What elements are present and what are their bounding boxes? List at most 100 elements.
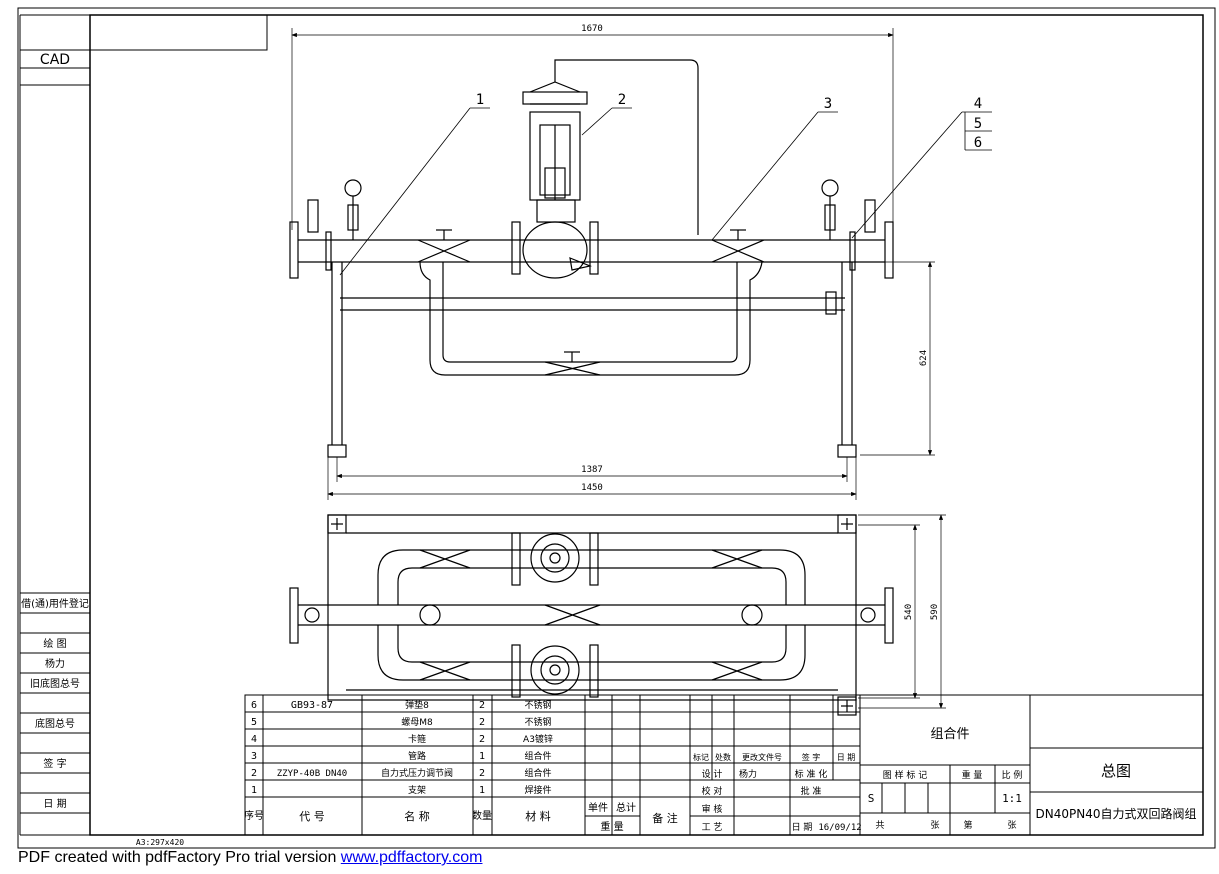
bom-header-unit: 单件	[588, 802, 608, 814]
rev-header-sign: 签 字	[802, 752, 821, 762]
check-label: 校 对	[702, 785, 723, 797]
draw-label: 绘 图	[43, 637, 66, 650]
stage-label: 图 样 标 记	[883, 769, 928, 781]
approve-label: 批 准	[801, 785, 822, 797]
bom-header-name: 名 称	[404, 809, 430, 823]
bom-row: 2 ZZYP-40B DN40 自力式压力调节阀 2 组合件	[251, 767, 552, 779]
bom-header-remark: 备 注	[652, 811, 678, 825]
designer-name: 杨力	[739, 768, 757, 780]
bom-qty: 1	[479, 785, 485, 796]
reg-label: 借(通)用件登记	[21, 597, 89, 610]
date-label: 日 期	[792, 822, 813, 833]
stage-value: S	[868, 792, 875, 805]
paper-size: A3:297x420	[136, 838, 184, 847]
rev-header-doc: 更改文件号	[742, 752, 782, 762]
dim-frame-length: 1387	[581, 465, 603, 475]
date-value: 16/09/12	[818, 823, 861, 833]
bom-code: ZZYP-40B DN40	[277, 769, 347, 779]
dim-base-length: 1450	[581, 483, 603, 493]
sheet-frame	[17, 7, 1216, 849]
rev-header-count: 处数	[715, 752, 731, 762]
total-sheets-label: 共	[875, 820, 884, 831]
scale-value: 1:1	[1002, 792, 1022, 805]
bom-qty: 2	[479, 717, 485, 728]
bom-header-seq: 序号	[244, 809, 264, 822]
pdf-footer: PDF created with pdfFactory Pro trial ve…	[18, 849, 482, 867]
balloon-1: 1	[476, 92, 484, 108]
footer-text: PDF created with pdfFactory Pro trial ve…	[18, 849, 341, 866]
page-sheets-label: 张	[1007, 820, 1016, 831]
balloon-4: 4	[974, 96, 982, 112]
plan-view	[289, 514, 946, 716]
bom-header-qty: 数量	[472, 809, 492, 822]
bom-no: 2	[251, 768, 257, 779]
drawer-name: 杨力	[45, 657, 65, 670]
bom-material: 不锈钢	[524, 716, 551, 728]
rev-header-mark: 标记	[693, 752, 709, 762]
bom-no: 1	[251, 785, 257, 796]
process-label: 工 艺	[702, 822, 723, 833]
dim-outer-width: 590	[930, 604, 940, 620]
bom-row: 1 支架 1 焊接件	[251, 784, 552, 796]
bom-material: 组合件	[524, 750, 551, 762]
bom-qty: 2	[479, 700, 485, 711]
bom-no: 4	[251, 734, 257, 745]
bom-name: 管路	[408, 750, 426, 762]
bom-name: 螺母M8	[401, 717, 433, 728]
bom-qty: 2	[479, 734, 485, 745]
balloon-5: 5	[974, 116, 982, 132]
bom-table-grid	[244, 694, 691, 836]
bom-material: A3镀锌	[523, 733, 553, 745]
base-no-label: 底图总号	[35, 717, 75, 730]
footer-link[interactable]: www.pdffactory.com	[340, 849, 483, 866]
assembly-label: 组合件	[930, 727, 969, 742]
bom-row: 3 管路 1 组合件	[251, 750, 552, 762]
design-label: 设 计	[702, 768, 723, 780]
bom-rows: 6 GB93-87 弹垫8 2 不锈钢 5 螺母M8 2 不锈钢 4 卡箍 2 …	[251, 699, 553, 796]
bom-no: 6	[251, 700, 257, 711]
scale-label: 比 例	[1002, 769, 1023, 781]
cad-label: CAD	[40, 52, 70, 68]
bom-header: 序号 代 号 名 称 数量 材 料 单件 总计 重 量 备 注	[244, 801, 678, 833]
bom-material: 焊接件	[524, 784, 551, 796]
drawing-name: DN40PN40自力式双回路阀组	[1036, 806, 1197, 821]
bom-row: 5 螺母M8 2 不锈钢	[251, 716, 552, 728]
bom-name: 自力式压力调节阀	[381, 767, 453, 779]
std-label: 标 准 化	[795, 768, 828, 780]
title-block-grid	[689, 694, 1204, 836]
bom-code: GB93-87	[291, 700, 333, 711]
bom-header-material: 材 料	[525, 809, 551, 823]
old-base-no-label: 旧底图总号	[30, 677, 80, 690]
front-view	[289, 28, 992, 500]
bom-material: 不锈钢	[524, 699, 551, 711]
sign-label: 签 字	[43, 757, 66, 770]
drawing-type: 总图	[1101, 762, 1131, 780]
page-label: 第	[963, 819, 972, 831]
bom-material: 组合件	[524, 767, 551, 779]
bom-qty: 2	[479, 768, 485, 779]
sheets-label: 张	[930, 820, 939, 831]
title-block: 标记 处数 更改文件号 签 字 日 期 设 计 杨力 标 准 化 校 对 批 准…	[693, 727, 1196, 833]
bom-header-code: 代 号	[299, 810, 325, 823]
balloon-6: 6	[974, 135, 982, 151]
dim-height: 624	[919, 350, 929, 366]
dim-inner-width: 540	[904, 604, 914, 620]
bom-row: 4 卡箍 2 A3镀锌	[251, 733, 553, 745]
bom-no: 3	[251, 751, 257, 762]
weight-label: 重 量	[962, 769, 983, 781]
bom-name: 卡箍	[408, 733, 426, 745]
balloon-2: 2	[618, 92, 626, 108]
balloon-3: 3	[824, 96, 832, 112]
rev-header-date: 日 期	[837, 753, 856, 762]
bom-name: 支架	[408, 784, 426, 796]
date-label-left: 日 期	[43, 798, 66, 810]
bom-no: 5	[251, 717, 257, 728]
bom-header-total: 总计	[616, 801, 636, 814]
bom-row: 6 GB93-87 弹垫8 2 不锈钢	[251, 699, 552, 711]
bom-name: 弹垫8	[405, 699, 429, 711]
dim-total-length: 1670	[581, 24, 603, 34]
bom-header-weight: 重 量	[600, 820, 623, 833]
review-label: 审 核	[702, 803, 723, 815]
bom-qty: 1	[479, 751, 485, 762]
